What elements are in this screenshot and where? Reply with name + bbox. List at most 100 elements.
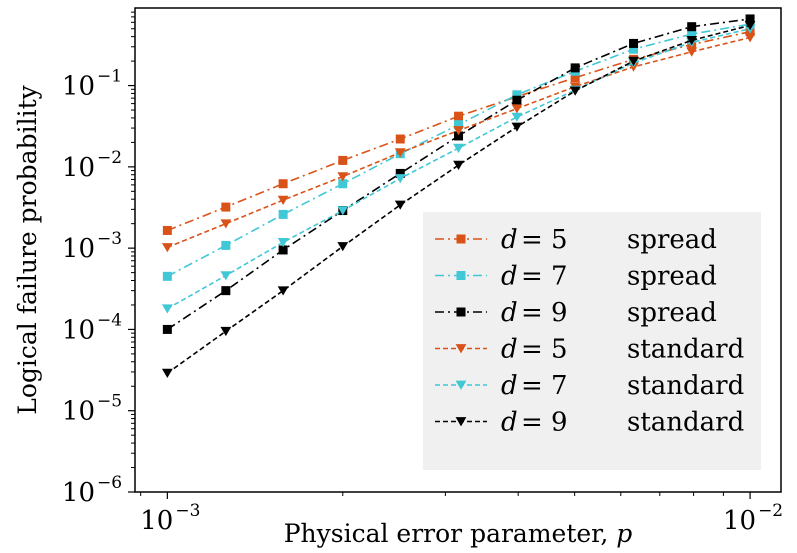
data-point — [686, 36, 698, 46]
y-tick-exponent: −5 — [97, 392, 122, 412]
legend-label-var: d — [501, 371, 518, 401]
data-point — [629, 38, 639, 48]
legend-label-kind: spread — [627, 262, 717, 292]
data-point — [745, 14, 755, 24]
data-point — [220, 219, 232, 229]
y-axis-label: Logical failure probability — [13, 84, 42, 414]
legend-entry: d= 9 standard — [435, 408, 744, 438]
data-point — [569, 86, 581, 96]
data-point — [161, 243, 173, 253]
y-tick-exponent: −1 — [97, 67, 122, 87]
legend-entry: d= 5 standard — [435, 335, 744, 365]
legend-label-var: d — [501, 408, 518, 438]
x-axis-label: Physical error parameter, p — [284, 519, 633, 548]
legend-label-value: = 5 — [521, 225, 568, 255]
series-layer — [161, 14, 756, 378]
legend-label-kind: standard — [627, 335, 744, 365]
data-point — [454, 120, 464, 130]
legend-label-value: = 7 — [521, 371, 568, 401]
y-tick-label: 10 — [62, 153, 95, 183]
legend-label-var: d — [501, 262, 518, 292]
series-4 — [161, 33, 756, 253]
data-point — [162, 271, 172, 281]
data-point — [278, 179, 288, 189]
y-tick-exponent: −3 — [97, 229, 122, 249]
legend-box — [423, 212, 761, 470]
legend-entry: d= 5 spread — [435, 225, 717, 255]
data-point — [221, 240, 231, 250]
legend-marker — [455, 417, 467, 427]
legend-marker — [456, 307, 466, 317]
data-point — [162, 324, 172, 334]
data-point — [512, 95, 522, 105]
data-point — [277, 286, 289, 296]
data-point — [277, 195, 289, 205]
legend-marker — [455, 380, 467, 390]
data-point — [337, 206, 349, 216]
data-point — [453, 160, 464, 170]
data-point — [278, 245, 288, 255]
data-point — [221, 202, 231, 212]
data-point — [337, 172, 349, 182]
data-point — [278, 209, 288, 219]
y-tick-exponent: −4 — [97, 310, 122, 330]
x-tick-label: 10 — [140, 506, 173, 536]
legend-label-kind: standard — [627, 408, 744, 438]
y-tick-exponent: −6 — [97, 473, 122, 493]
data-point — [744, 33, 756, 43]
legend-marker — [455, 344, 467, 354]
data-point — [220, 326, 232, 337]
data-point — [161, 368, 173, 378]
y-tick-label: 10 — [62, 397, 95, 427]
data-point — [744, 21, 756, 31]
data-point — [511, 112, 523, 122]
data-point — [221, 286, 231, 296]
legend-entry: d= 7 standard — [435, 371, 744, 401]
legend-marker — [456, 271, 466, 280]
legend-label-kind: spread — [627, 298, 717, 328]
data-point — [570, 63, 580, 73]
data-point — [395, 134, 405, 144]
plot-frame — [134, 7, 782, 493]
legend-label-var: d — [501, 298, 518, 328]
data-point — [511, 122, 523, 132]
y-tick-label: 10 — [62, 315, 95, 345]
data-point — [687, 29, 697, 39]
data-point — [395, 168, 405, 178]
legend-label-var: d — [501, 225, 518, 255]
data-point — [337, 242, 349, 252]
data-point — [162, 225, 172, 235]
y-tick-exponent: −2 — [97, 148, 122, 168]
data-point — [161, 304, 173, 314]
data-point — [454, 131, 464, 141]
data-point — [220, 271, 232, 281]
legend-label-var: d — [501, 335, 518, 365]
x-tick-exponent: −3 — [175, 501, 200, 521]
data-point — [453, 143, 464, 153]
data-point — [454, 111, 464, 121]
y-tick-label: 10 — [62, 72, 95, 102]
legend-label-value: = 9 — [521, 408, 568, 438]
data-point — [453, 126, 464, 136]
legend-label-kind: spread — [627, 225, 717, 255]
legend-marker — [456, 234, 466, 244]
data-point — [277, 237, 289, 248]
data-point — [394, 200, 406, 210]
data-point — [686, 47, 698, 57]
data-point — [394, 148, 406, 158]
legend-label-kind: standard — [627, 371, 744, 401]
data-point — [687, 22, 697, 32]
data-point — [511, 104, 523, 114]
data-point — [394, 174, 406, 184]
x-tick-exponent: −2 — [758, 501, 783, 521]
legend-label-value: = 5 — [521, 335, 568, 365]
data-point — [628, 56, 639, 66]
y-tick-label: 10 — [62, 478, 95, 508]
data-point — [338, 179, 348, 189]
data-point — [570, 73, 580, 83]
